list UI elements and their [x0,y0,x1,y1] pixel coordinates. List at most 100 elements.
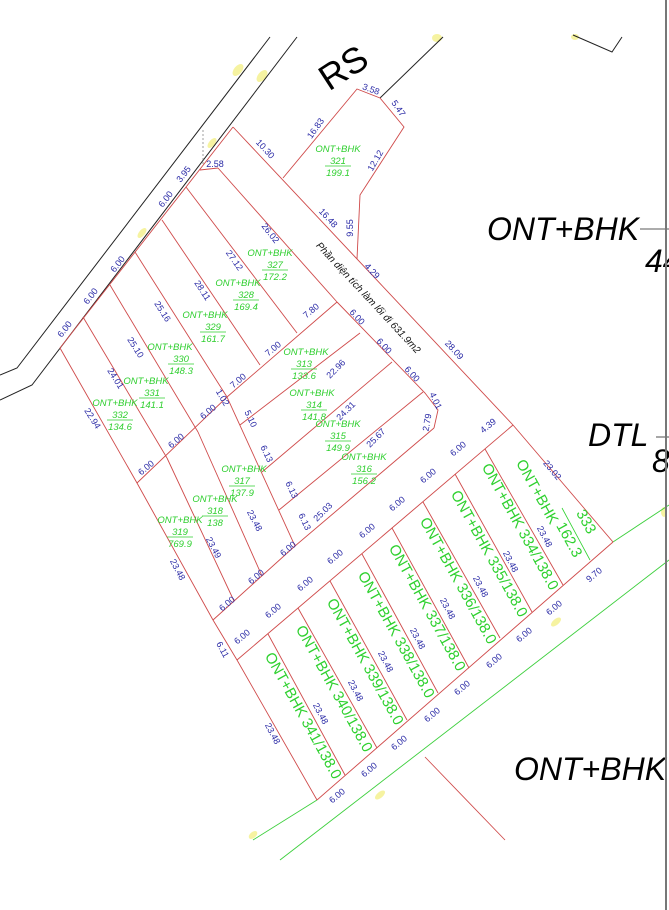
dimension-label: 9.55 [345,219,355,237]
dimension-label: 6.00 [448,439,468,458]
parcel-use: ONT+BHK [157,515,203,526]
parcel-id: 332 [112,410,129,421]
road-edge-line [379,36,444,99]
road-edge-line [0,36,298,401]
dimension-label: 2.58 [206,159,224,169]
dimension-label: 23.48 [245,508,264,533]
dimension-label: 7.80 [301,301,321,320]
zone-number-right: 8 [652,443,669,479]
dimension-label: 10.30 [254,137,277,160]
road-edge-line [572,34,623,53]
parcel-id: 333 [572,507,599,537]
zone-label-top-right: ONT+BHK [487,211,641,247]
parcel-area: 769.9 [168,539,192,550]
parcel-area: 149.9 [326,443,350,454]
parcel-use: ONT+BHK [221,464,267,475]
dimension-label: 6.00 [389,733,409,752]
dimension-label: 6.13 [258,444,274,464]
dimension-label: 6.00 [246,567,266,586]
dimension-label: 6.00 [166,431,186,450]
dimension-label: 6.00 [55,319,74,339]
dimension-label: 6.00 [514,625,534,644]
dimension-label: 6.00 [295,574,315,593]
parcel-id: 331 [144,388,160,399]
parcel-area: 172.2 [263,272,287,283]
road-edges-black [0,34,623,401]
dimension-label: 6.13 [283,480,299,500]
parcel-area: 199.1 [326,168,350,179]
parcel-area: 156.2 [352,476,376,487]
dimension-label: 25.16 [152,299,172,323]
dimension-label: 6.13 [296,512,312,532]
parcel-id: 313 [296,359,313,370]
dimension-label: 2.79 [421,413,434,432]
dimension-label: 6.00 [325,547,345,566]
dimension-label: 6.00 [544,598,564,617]
parcel-use: ONT+BHK [147,342,193,353]
dimension-label: 22.96 [324,357,347,380]
dimension-label: 28.09 [443,338,466,361]
dimension-label: 6.00 [452,678,472,697]
parcel-use: ONT+BHK [315,144,361,155]
zone-label-bottom-right: ONT+BHK [514,751,668,787]
dimension-label: 6.00 [418,466,438,485]
dimension-label: 6.00 [348,307,367,327]
dimension-label: 6.00 [403,364,422,384]
zone-label-right: DTL [588,417,648,453]
dimension-label: 6.00 [198,402,218,421]
parcel-labels-small: ONT+BHK321199.1ONT+BHK327172.2ONT+BHK328… [92,144,387,550]
dimension-label: 5.10 [242,409,258,429]
dimension-label: 23.49 [204,535,223,560]
dimension-label: 6.00 [263,601,283,620]
dimension-label: 6.00 [217,594,237,613]
parcel-use: ONT+BHK [215,278,261,289]
parcel-id: 319 [172,527,189,538]
parcel-use: ONT+BHK [192,494,238,505]
dimension-label: 6.00 [357,521,377,540]
parcel-id: 315 [330,431,347,442]
dimension-label: 6.00 [156,189,175,209]
dimension-label: 16.83 [305,116,326,140]
parcel-boundaries [59,88,614,841]
dimension-label: 16.48 [317,206,340,229]
parcel-id: 318 [207,506,224,517]
dimension-label: 6.00 [422,705,442,724]
dimension-label: 7.00 [263,339,283,358]
parcel-use: ONT+BHK [283,347,329,358]
parcel-area: 161.7 [201,334,225,345]
dimension-label: 6.00 [81,286,100,306]
parcel-id: 317 [234,476,251,487]
parcel-area: 141.1 [140,400,164,411]
parcel-area: 137.9 [230,488,254,499]
parcel-id: 314 [306,400,322,411]
parcel-use: ONT+BHK [315,419,361,430]
parcel-area: 141.8 [302,412,326,423]
parcel-id: 327 [267,260,284,271]
dimension-label: 6.00 [375,336,394,356]
parcel-area: 148.3 [169,366,193,377]
parcel-id: 329 [205,322,222,333]
parcel-area: 133.6 [292,371,316,382]
dimension-label: 26.02 [259,221,281,245]
dimension-label: 23.02 [541,458,563,482]
parcel-area: 134.6 [108,422,132,433]
dimension-label: 4.29 [363,261,382,281]
dimension-label: 4.39 [478,416,498,435]
dimension-label: 25.03 [311,500,334,523]
parcel-fraction-line [561,507,591,561]
dimension-label: 4.01 [427,391,443,411]
dimension-label: 6.00 [387,494,407,513]
